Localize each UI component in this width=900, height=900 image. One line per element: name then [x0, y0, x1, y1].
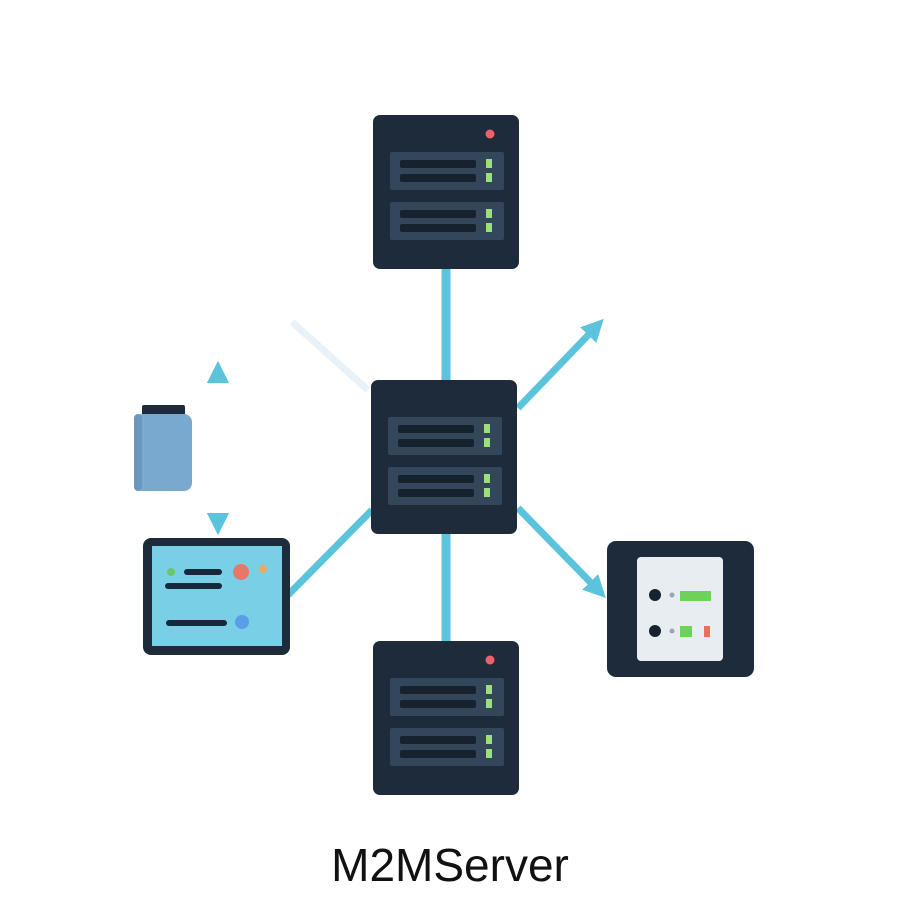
storage-bottle-icon — [134, 405, 192, 491]
server-top — [373, 115, 519, 269]
status-device-icon — [607, 541, 754, 677]
server-center — [371, 380, 517, 534]
link-center-client — [285, 507, 375, 598]
arrow-to-device — [515, 505, 606, 599]
arrow-up-right — [515, 318, 604, 411]
faint-arrow-up-left — [289, 319, 371, 393]
server-bottom — [373, 641, 519, 795]
client-monitor-icon — [143, 538, 290, 655]
diagram-caption: M2MServer — [331, 839, 569, 891]
